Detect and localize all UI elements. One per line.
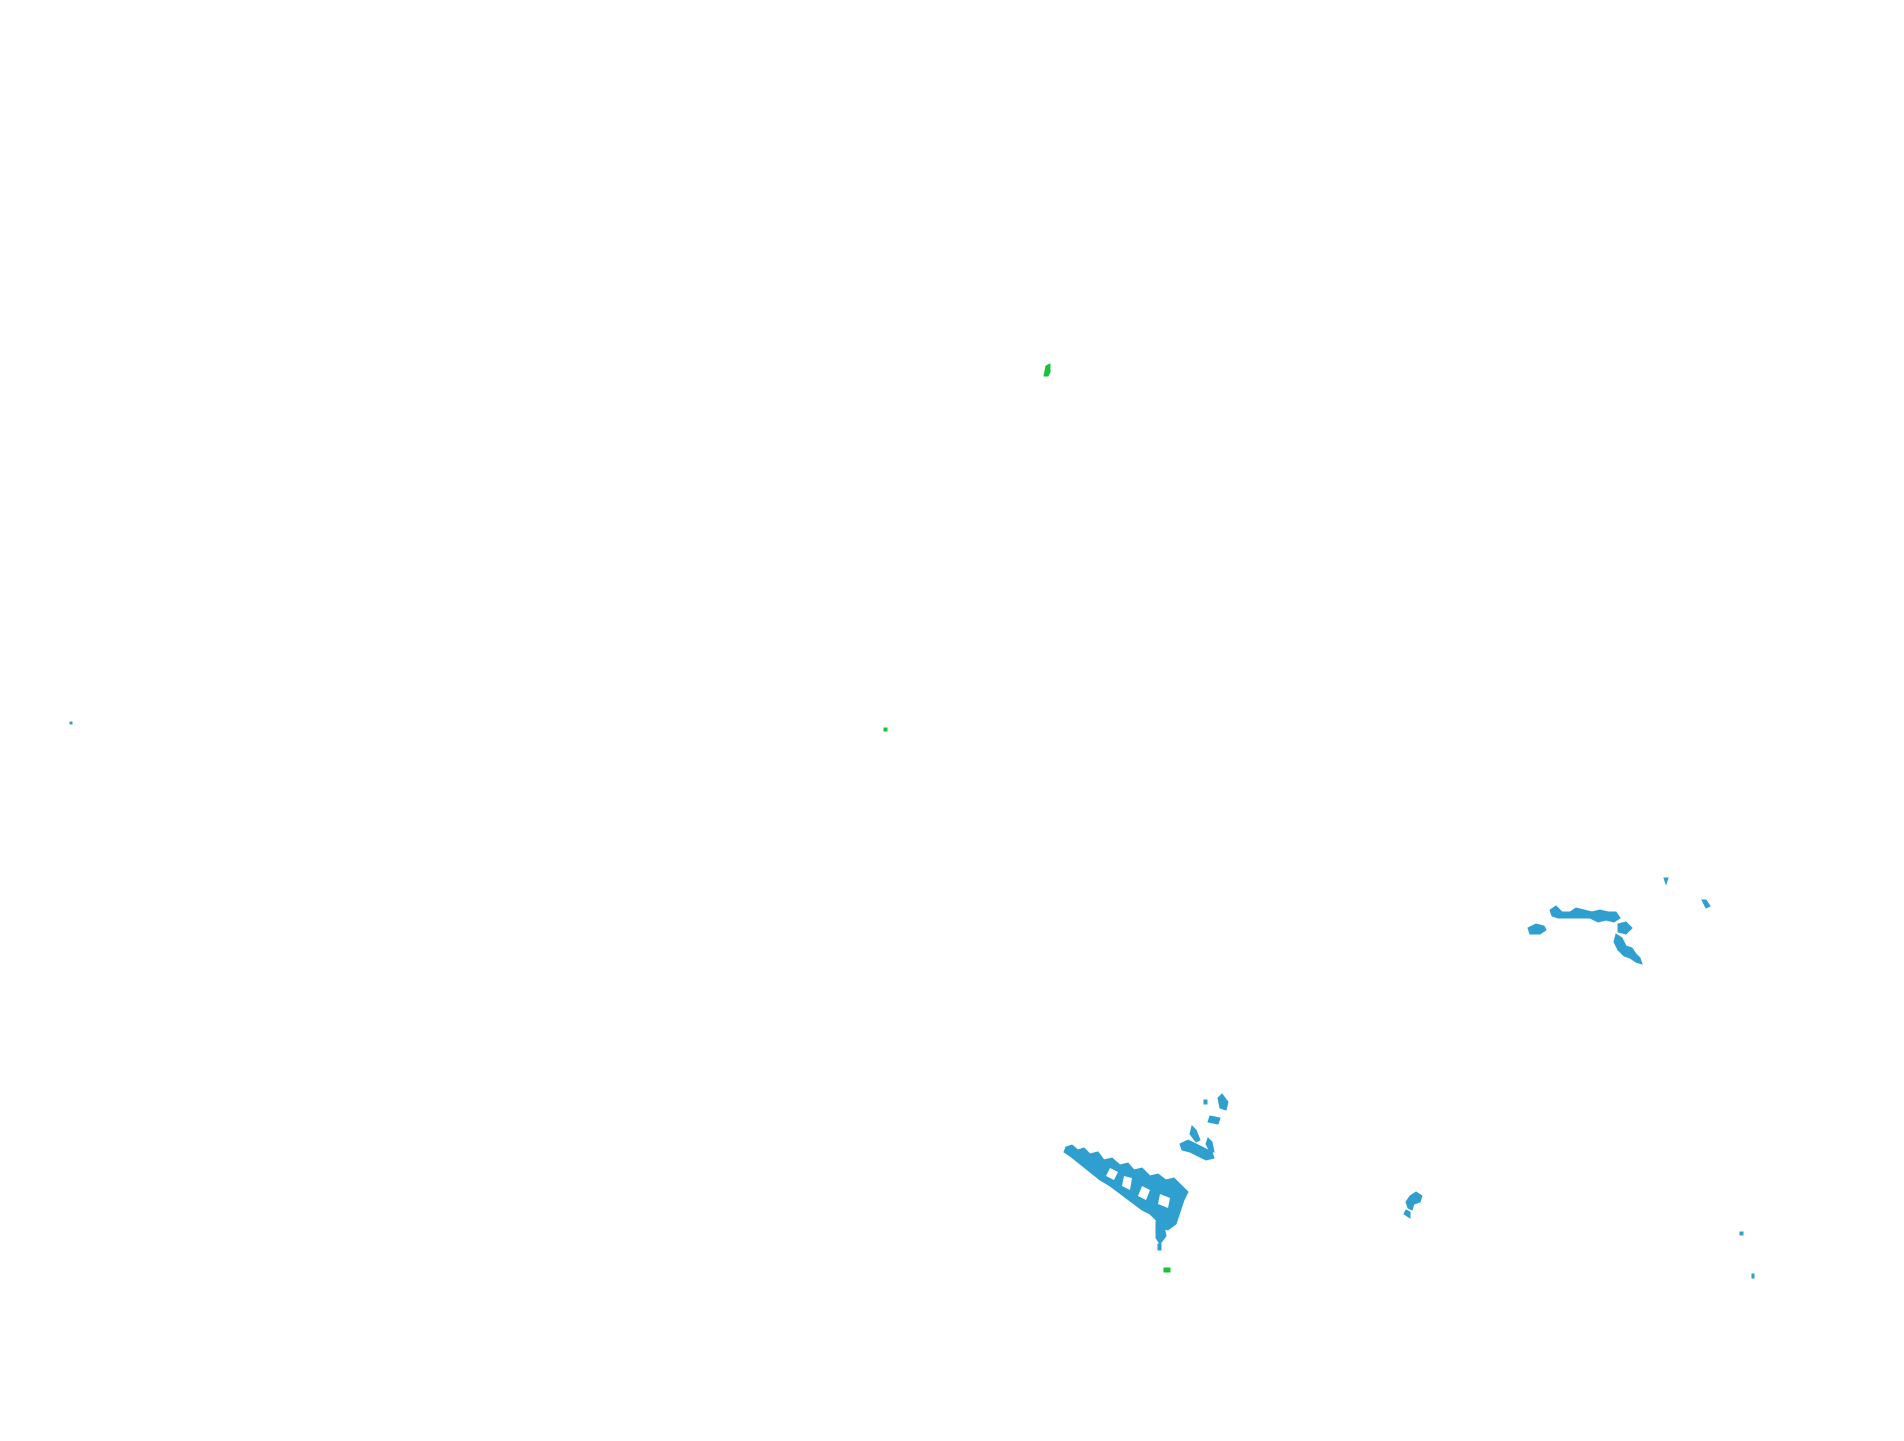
water-feature-large-tail[interactable] [1155, 1221, 1167, 1245]
green-feature[interactable] [1163, 1267, 1171, 1273]
water-feature-gap [1122, 1176, 1132, 1190]
water-feature-small[interactable] [1701, 899, 1711, 909]
water-feature-cluster[interactable] [1549, 905, 1621, 923]
water-feature-small[interactable] [1157, 1243, 1162, 1251]
water-feature-gap [1106, 1168, 1118, 1180]
water-feature-small[interactable] [1207, 1115, 1221, 1125]
water-feature-cluster[interactable] [1617, 921, 1633, 935]
water-feature-gap [1158, 1194, 1170, 1208]
water-feature-small[interactable] [1179, 1139, 1215, 1161]
water-feature-small[interactable] [1751, 1273, 1755, 1279]
water-feature-small[interactable] [69, 721, 73, 725]
water-features-layer [69, 721, 1755, 1279]
water-feature-gap [1138, 1186, 1150, 1200]
green-feature[interactable] [883, 727, 888, 732]
water-feature-small[interactable] [1405, 1191, 1423, 1211]
water-feature-small[interactable] [1205, 1137, 1215, 1153]
water-feature-small[interactable] [1403, 1209, 1411, 1219]
water-feature-small[interactable] [1217, 1093, 1229, 1111]
water-feature-small[interactable] [1189, 1125, 1201, 1143]
water-feature-small[interactable] [1663, 877, 1669, 886]
water-feature-cluster[interactable] [1527, 923, 1547, 935]
water-feature-small[interactable] [1739, 1231, 1744, 1236]
water-feature-small[interactable] [1203, 1099, 1208, 1105]
water-feature-cluster[interactable] [1613, 933, 1643, 965]
green-features-layer [883, 363, 1171, 1273]
green-feature[interactable] [1043, 363, 1051, 377]
